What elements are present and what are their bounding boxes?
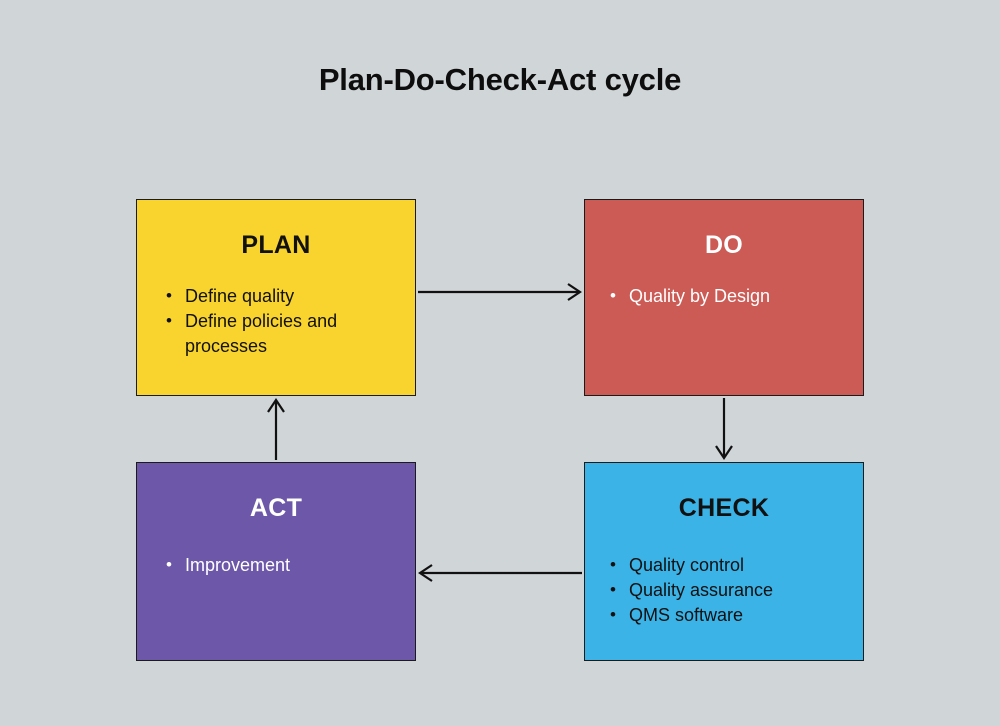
list-item: Quality control	[610, 552, 849, 578]
list-item: Define policies and processes	[166, 308, 401, 359]
node-do-list: Quality by Design	[610, 283, 849, 309]
list-item: Improvement	[166, 552, 401, 578]
node-act-title: ACT	[249, 494, 303, 522]
page-title: Plan-Do-Check-Act cycle	[318, 62, 682, 97]
node-do-title: DO	[704, 231, 744, 259]
node-do[interactable]: DO Quality by Design	[584, 199, 864, 396]
node-check-list: Quality control Quality assurance QMS so…	[610, 552, 849, 628]
node-plan-title: PLAN	[241, 231, 311, 259]
arrow-act-to-plan	[267, 398, 285, 460]
list-item: Quality assurance	[610, 577, 849, 603]
node-act-list: Improvement	[166, 552, 401, 578]
node-plan-list: Define quality Define policies and proce…	[166, 283, 401, 359]
node-plan[interactable]: PLAN Define quality Define policies and …	[136, 199, 416, 396]
arrow-plan-to-do	[418, 283, 582, 301]
list-item: Define quality	[166, 283, 401, 309]
list-item: QMS software	[610, 602, 849, 628]
node-act[interactable]: ACT Improvement	[136, 462, 416, 661]
node-check-title: CHECK	[678, 494, 770, 522]
node-check[interactable]: CHECK Quality control Quality assurance …	[584, 462, 864, 661]
list-item: Quality by Design	[610, 283, 849, 309]
arrow-do-to-check	[715, 398, 733, 460]
arrow-check-to-act	[418, 564, 582, 582]
